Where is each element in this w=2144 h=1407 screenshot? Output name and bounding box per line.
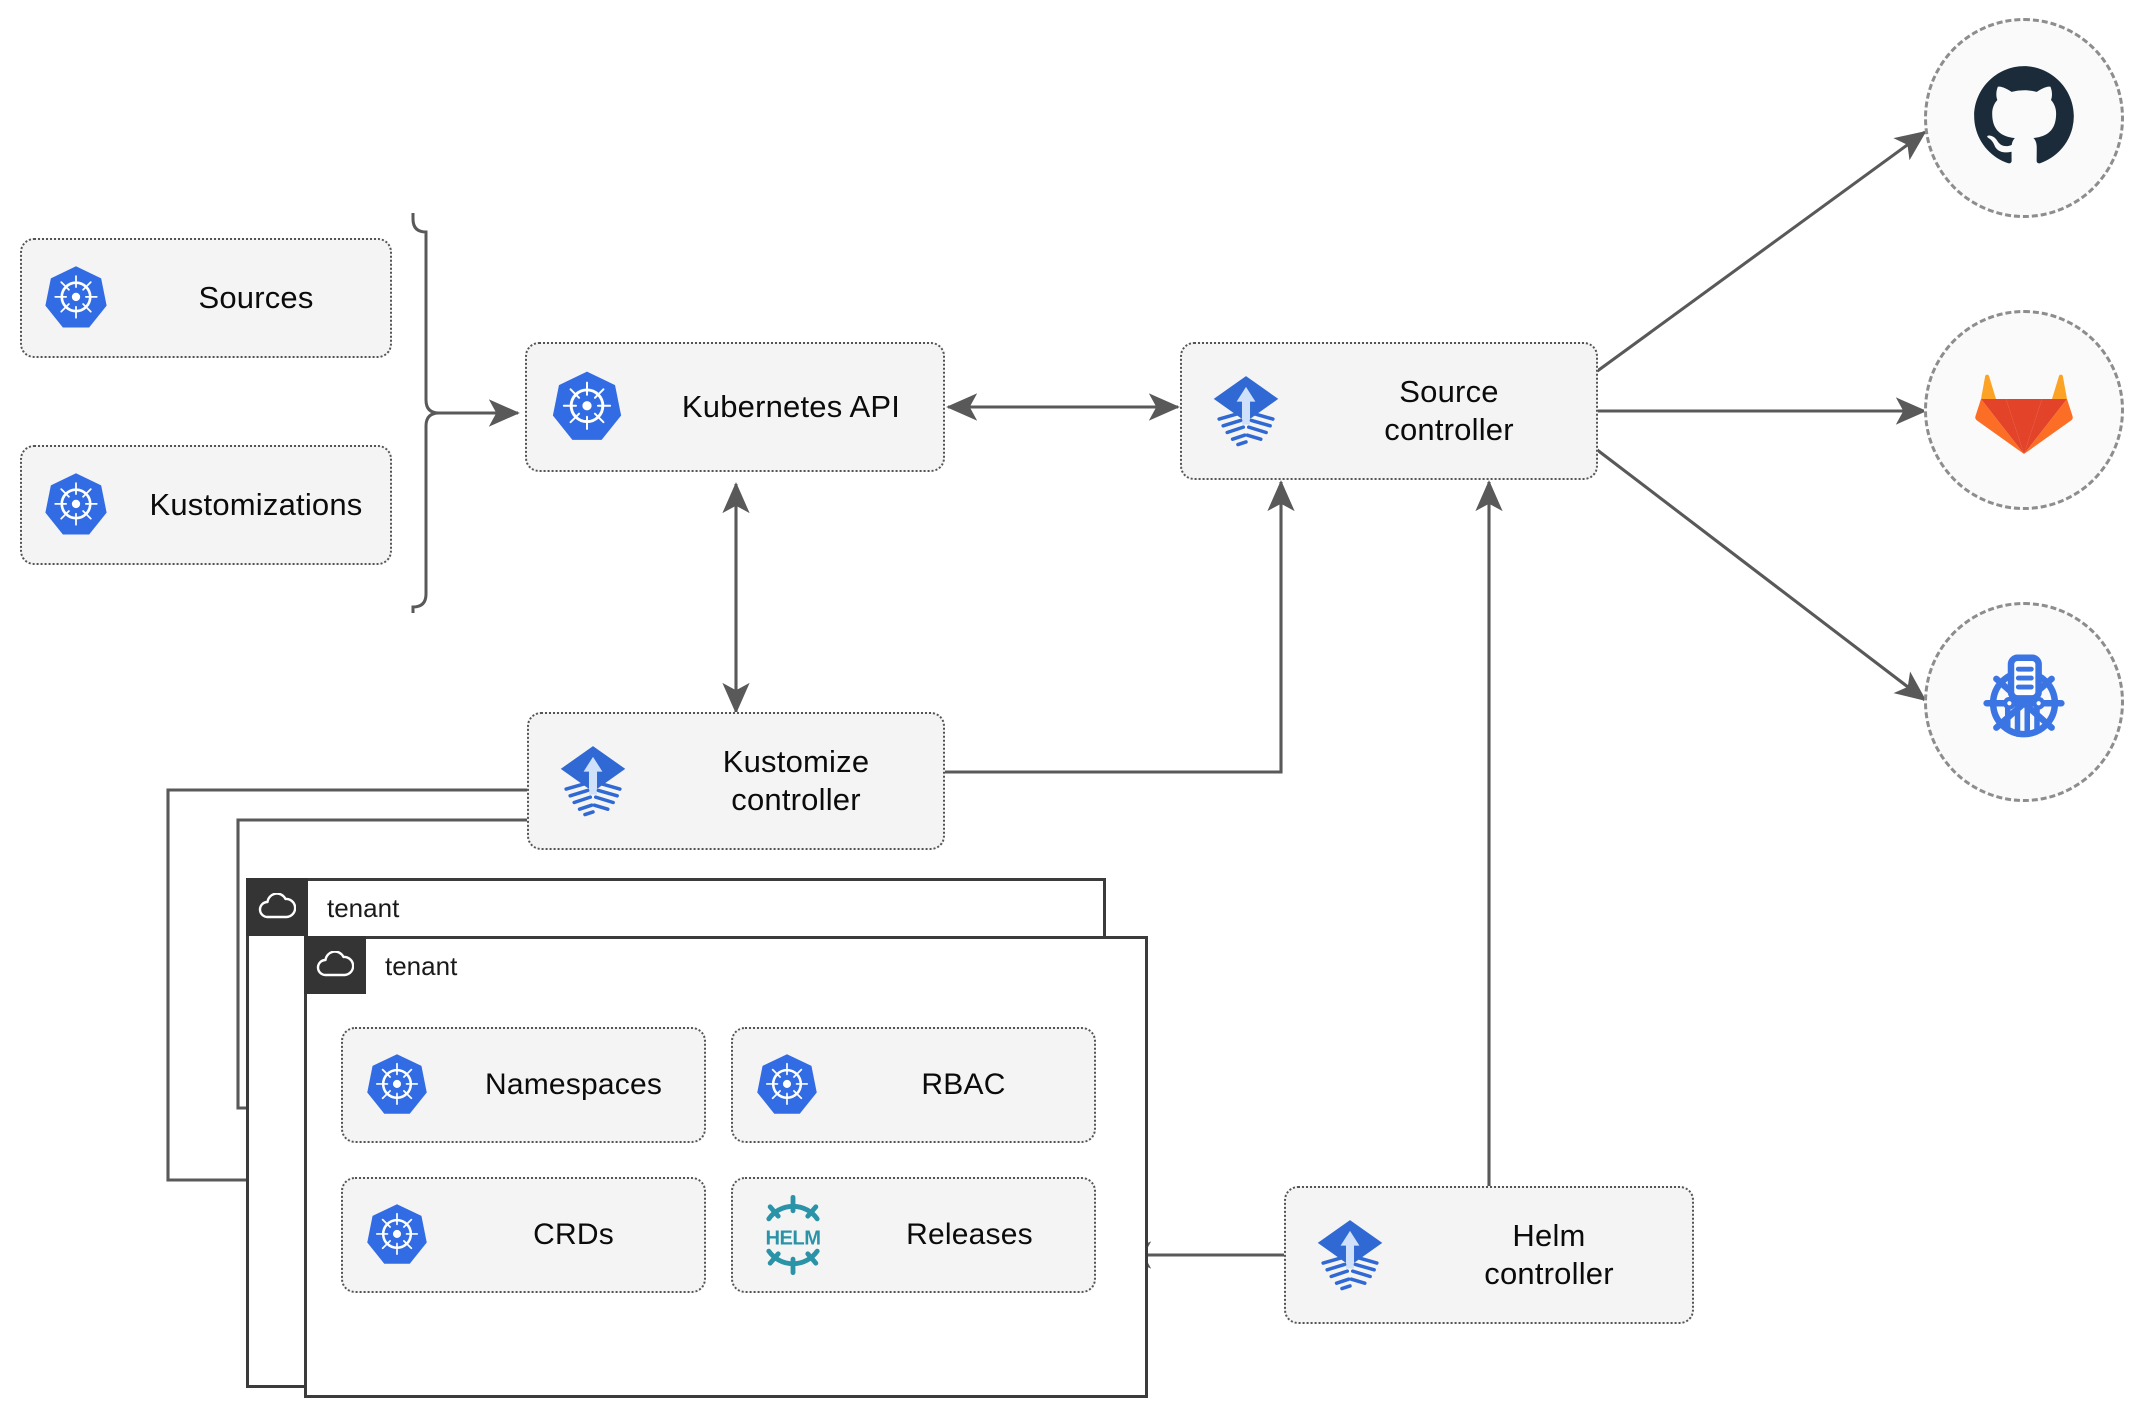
provider-github[interactable] [1924, 18, 2124, 218]
tenant-container-inner[interactable]: tenant [304, 936, 1148, 1398]
svg-text:HELM: HELM [766, 1227, 821, 1249]
node-kubernetes-api[interactable]: Kubernetes API [525, 342, 945, 472]
kubernetes-icon [733, 1051, 841, 1119]
node-kustomize-controller[interactable]: Kustomize controller [527, 712, 945, 850]
node-label: Helm controller [1484, 1218, 1614, 1291]
node-label: Sources [198, 280, 314, 316]
node-label: Source controller [1384, 374, 1514, 447]
flux-icon [529, 738, 657, 824]
node-releases[interactable]: HELM Releases [731, 1177, 1096, 1293]
node-namespaces[interactable]: Namespaces [341, 1027, 706, 1143]
kubernetes-icon [343, 1051, 451, 1119]
node-label: RBAC [921, 1067, 1006, 1101]
helm-repository-icon [1972, 648, 2076, 757]
node-label: Kustomize controller [722, 744, 870, 817]
provider-gitlab[interactable] [1924, 310, 2124, 510]
provider-helm-repository[interactable] [1924, 602, 2124, 802]
cloud-icon [304, 936, 366, 994]
flux-icon [1182, 368, 1310, 454]
node-label: Kubernetes API [681, 389, 901, 425]
node-helm-controller[interactable]: Helm controller [1284, 1186, 1694, 1324]
node-rbac[interactable]: RBAC [731, 1027, 1096, 1143]
node-kustomizations[interactable]: Kustomizations [20, 445, 392, 565]
node-source-controller[interactable]: Source controller [1180, 342, 1598, 480]
kubernetes-icon [343, 1201, 451, 1269]
node-label: Kustomizations [149, 487, 363, 523]
gitlab-icon [1974, 360, 2074, 461]
kubernetes-icon [22, 263, 130, 333]
kubernetes-icon [527, 368, 647, 446]
node-label: Releases [906, 1217, 1033, 1251]
cloud-icon [246, 878, 308, 936]
node-crds[interactable]: CRDs [341, 1177, 706, 1293]
helm-icon: HELM [733, 1192, 853, 1278]
node-label: CRDs [533, 1217, 614, 1251]
github-icon [1972, 64, 2076, 173]
node-sources[interactable]: Sources [20, 238, 392, 358]
tenant-label: tenant [385, 951, 458, 981]
node-label: Namespaces [484, 1067, 663, 1101]
tenant-label: tenant [327, 893, 400, 923]
flux-icon [1286, 1212, 1414, 1298]
kubernetes-icon [22, 470, 130, 540]
